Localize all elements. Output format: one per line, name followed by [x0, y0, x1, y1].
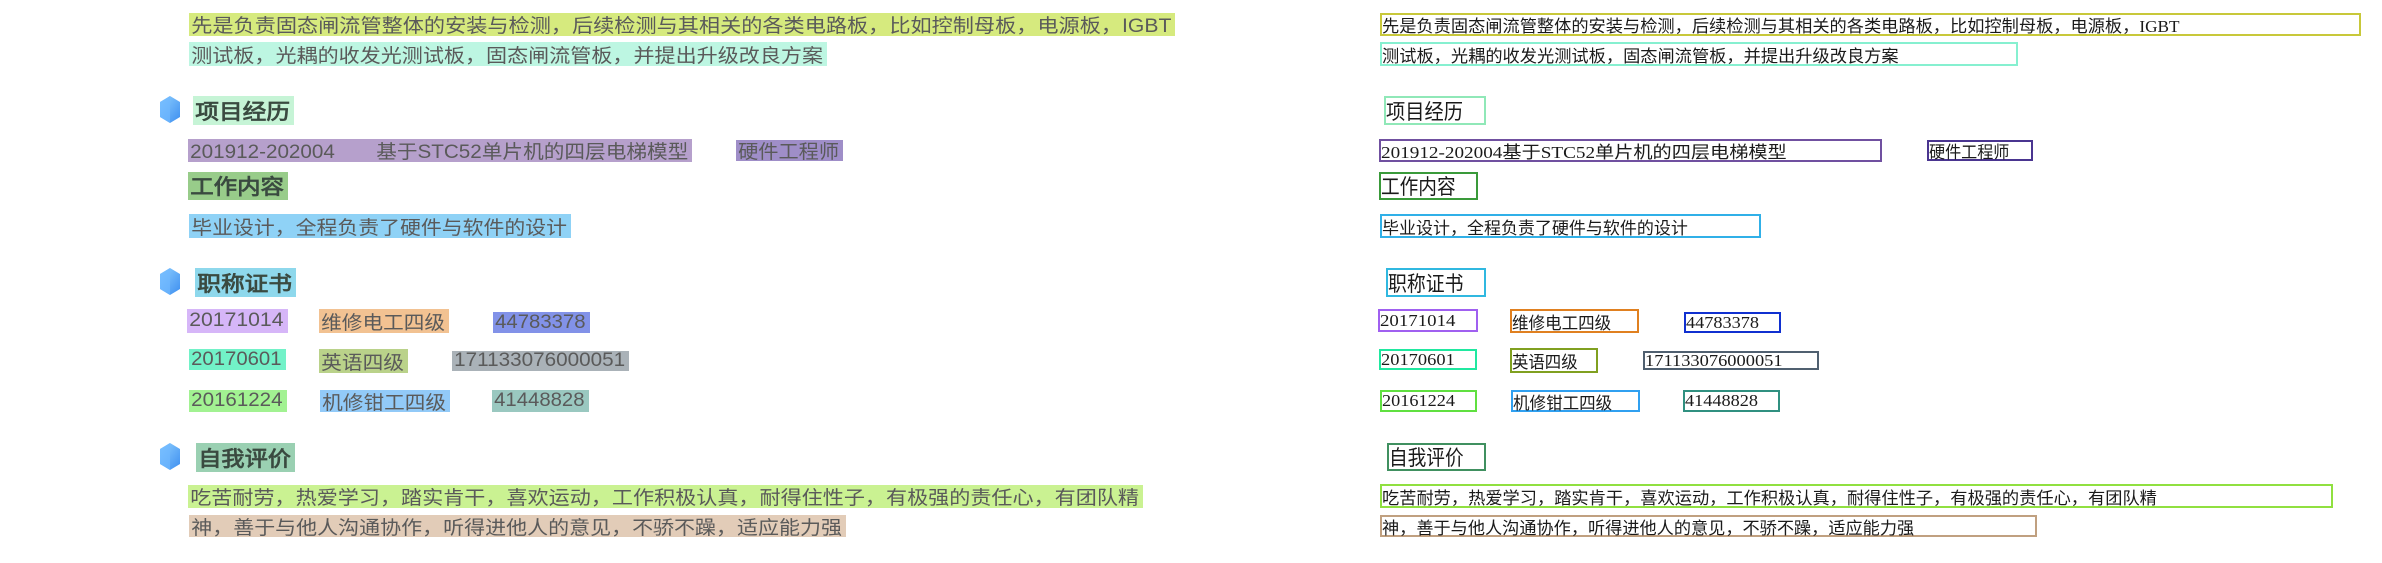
- self-eval-line-1-box: 吃苦耐劳，热爱学习，踏实肯干，喜欢运动，工作积极认真，耐得住性子，有极强的责任心…: [1380, 484, 2333, 508]
- cert-1-number-ocr-text: 44783378: [1686, 312, 1759, 332]
- cert-2-name-ocr-text: 英语四级: [1512, 353, 1578, 372]
- work-content-text-highlight: 毕业设计，全程负责了硬件与软件的设计: [189, 214, 571, 239]
- heading-certificates-ocr-text: 职称证书: [1388, 271, 1464, 296]
- cert-1-name-box: 维修电工四级: [1510, 309, 1639, 333]
- heading-project-experience-box: 项目经历: [1384, 96, 1486, 125]
- cert-3-number-highlight: 41448828: [492, 390, 589, 412]
- heading-certificates-text: 职称证书: [197, 272, 292, 296]
- heading-work-content-box: 工作内容: [1379, 172, 1478, 200]
- cert-3-name-highlight: 机修钳工四级: [320, 390, 450, 414]
- cert-2-number-ocr-text: 171133076000051: [1645, 350, 1783, 370]
- project-period-title-ocr-text: 201912-202004基于STC52单片机的四层电梯模型: [1381, 138, 1787, 163]
- self-eval-line-2-highlight: 神，善于与他人沟通协作，听得进他人的意见，不骄不躁，适应能力强: [189, 515, 846, 539]
- self-eval-line-1-highlight: 吃苦耐劳，热爱学习，踏实肯干，喜欢运动，工作积极认真，耐得住性子，有极强的责任心…: [188, 485, 1143, 509]
- intro-line-1-ocr-text: 先是负责固态闸流管整体的安装与检测，后续检测与其相关的各类电路板，比如控制母板，…: [1382, 17, 2180, 36]
- section-gem-icon: [160, 96, 180, 123]
- intro-line-1-highlight: 先是负责固态闸流管整体的安装与检测，后续检测与其相关的各类电路板，比如控制母板，…: [189, 13, 1175, 37]
- cert-3-date-text: 20161224: [191, 390, 283, 411]
- cert-1-number-highlight: 44783378: [493, 312, 590, 333]
- project-role-text: 硬件工程师: [738, 142, 840, 163]
- cert-1-number-text: 44783378: [495, 311, 586, 333]
- intro-line-1-text: 先是负责固态闸流管整体的安装与检测，后续检测与其相关的各类电路板，比如控制母板，…: [191, 16, 1172, 37]
- heading-self-evaluation-highlight: 自我评价: [196, 443, 295, 472]
- heading-project-experience-highlight: 项目经历: [193, 96, 294, 125]
- heading-certificates-highlight: 职称证书: [195, 268, 296, 297]
- cert-3-name-text: 机修钳工四级: [322, 392, 447, 414]
- cert-2-date-box: 20170601: [1379, 349, 1477, 370]
- intro-line-2-box: 测试板，光耦的收发光测试板，固态闸流管板，并提出升级改良方案: [1380, 42, 2018, 66]
- project-role-box: 硬件工程师: [1927, 140, 2033, 162]
- section-gem-icon: [160, 268, 180, 295]
- heading-certificates-box: 职称证书: [1386, 268, 1486, 297]
- cert-2-name-box: 英语四级: [1510, 348, 1598, 373]
- self-eval-line-1-ocr-text: 吃苦耐劳，热爱学习，踏实肯干，喜欢运动，工作积极认真，耐得住性子，有极强的责任心…: [1382, 488, 2157, 508]
- cert-3-date-highlight: 20161224: [189, 390, 287, 412]
- cert-3-name-box: 机修钳工四级: [1511, 390, 1640, 413]
- work-content-text-ocr-text: 毕业设计，全程负责了硬件与软件的设计: [1382, 218, 1688, 238]
- project-period: 201912-202004: [1381, 143, 1503, 162]
- cert-1-date-ocr-text: 20171014: [1380, 310, 1456, 330]
- self-eval-line-1-text: 吃苦耐劳，热爱学习，踏实肯干，喜欢运动，工作积极认真，耐得住性子，有极强的责任心…: [190, 488, 1140, 509]
- work-content-text-box: 毕业设计，全程负责了硬件与软件的设计: [1380, 214, 1761, 238]
- project-period-title-highlight: 201912-202004 基于STC52单片机的四层电梯模型: [188, 137, 692, 164]
- heading-project-experience-ocr-text: 项目经历: [1386, 99, 1464, 124]
- heading-work-content-text: 工作内容: [190, 176, 284, 199]
- intro-line-2-highlight: 测试板，光耦的收发光测试板，固态闸流管板，并提出升级改良方案: [189, 42, 827, 67]
- heading-self-evaluation-text: 自我评价: [198, 447, 291, 471]
- project-role-highlight: 硬件工程师: [736, 140, 843, 163]
- heading-self-evaluation-ocr-text: 自我评价: [1389, 446, 1464, 470]
- cert-1-name-highlight: 维修电工四级: [319, 309, 449, 334]
- cert-2-number-highlight: 171133076000051: [452, 350, 629, 371]
- cert-3-number-text: 41448828: [494, 390, 585, 411]
- intro-line-2-ocr-text: 测试板，光耦的收发光测试板，固态闸流管板，并提出升级改良方案: [1382, 46, 1899, 66]
- cert-3-date-ocr-text: 20161224: [1382, 391, 1455, 410]
- self-eval-line-2-text: 神，善于与他人沟通协作，听得进他人的意见，不骄不躁，适应能力强: [191, 517, 843, 539]
- heading-work-content-highlight: 工作内容: [188, 172, 288, 200]
- intro-line-2-text: 测试板，光耦的收发光测试板，固态闸流管板，并提出升级改良方案: [191, 45, 824, 67]
- section-gem-icon: [160, 443, 180, 470]
- self-eval-line-2-ocr-text: 神，善于与他人沟通协作，听得进他人的意见，不骄不躁，适应能力强: [1382, 518, 1915, 538]
- cert-1-name-ocr-text: 维修电工四级: [1512, 313, 1612, 333]
- cert-3-number-ocr-text: 41448828: [1685, 391, 1758, 410]
- cert-2-number-box: 171133076000051: [1643, 351, 1819, 370]
- cert-1-name-text: 维修电工四级: [321, 312, 446, 334]
- project-period-title-box: 201912-202004基于STC52单片机的四层电梯模型: [1379, 139, 1882, 162]
- project-title: 基于STC52单片机的四层电梯模型: [1502, 143, 1787, 162]
- cert-3-number-box: 41448828: [1683, 390, 1780, 412]
- cert-2-number-text: 171133076000051: [454, 350, 626, 371]
- intro-line-1-box: 先是负责固态闸流管整体的安装与检测，后续检测与其相关的各类电路板，比如控制母板，…: [1380, 13, 2361, 36]
- self-eval-line-2-box: 神，善于与他人沟通协作，听得进他人的意见，不骄不躁，适应能力强: [1380, 515, 2037, 538]
- project-period: 201912-202004: [190, 142, 335, 163]
- cert-2-date-ocr-text: 20170601: [1381, 349, 1455, 369]
- project-role-ocr-text: 硬件工程师: [1929, 143, 2010, 162]
- cert-1-number-box: 44783378: [1684, 312, 1781, 333]
- cert-1-date-text: 20171014: [189, 310, 284, 331]
- cert-2-date-text: 20170601: [191, 348, 282, 370]
- project-title: 基于STC52单片机的四层电梯模型: [376, 142, 689, 163]
- project-period-title-text: 201912-202004 基于STC52单片机的四层电梯模型: [188, 137, 688, 164]
- heading-project-experience-text: 项目经历: [195, 100, 290, 124]
- cert-2-name-highlight: 英语四级: [319, 349, 408, 374]
- heading-self-evaluation-box: 自我评价: [1387, 443, 1486, 471]
- cert-3-name-ocr-text: 机修钳工四级: [1513, 393, 1613, 413]
- cert-3-date-box: 20161224: [1380, 390, 1477, 412]
- work-content-text-text: 毕业设计，全程负责了硬件与软件的设计: [191, 217, 568, 239]
- heading-work-content-ocr-text: 工作内容: [1381, 175, 1456, 199]
- cert-1-date-box: 20171014: [1378, 309, 1478, 332]
- cert-2-name-text: 英语四级: [321, 352, 405, 374]
- cert-1-date-highlight: 20171014: [187, 309, 288, 333]
- cert-2-date-highlight: 20170601: [189, 349, 286, 370]
